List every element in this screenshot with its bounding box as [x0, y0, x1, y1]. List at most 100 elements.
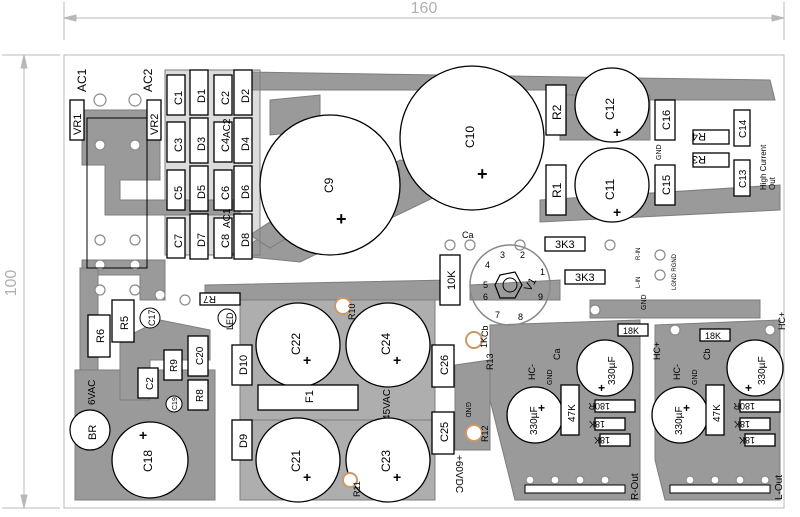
svg-text:6VAC: 6VAC — [87, 380, 98, 405]
svg-text:+60VDC: +60VDC — [453, 455, 464, 493]
svg-text:HC-: HC- — [672, 364, 682, 380]
svg-text:R11: R11 — [352, 481, 362, 497]
c19-capacitor — [165, 395, 183, 413]
svg-text:18K: 18K — [623, 326, 639, 336]
svg-text:330µF: 330µF — [607, 356, 618, 385]
c2-capacitor-small — [137, 367, 159, 399]
svg-text:D7: D7 — [196, 233, 208, 247]
svg-text:C2: C2 — [220, 91, 232, 105]
label-v1: V1 — [522, 276, 539, 294]
bridge-rectifier — [69, 409, 111, 451]
svg-text:180R: 180R — [588, 401, 610, 411]
c10-capacitor — [399, 65, 545, 211]
svg-text:R10: R10 — [347, 303, 357, 320]
svg-text:BR: BR — [87, 425, 99, 440]
r2-resistor — [545, 84, 567, 136]
label-ac2: AC2 — [141, 68, 155, 92]
width-dimension-label: 160 — [411, 0, 438, 17]
svg-text:Cb: Cb — [480, 325, 490, 337]
c18-capacitor — [111, 421, 189, 499]
height-dimension-label: 100 — [3, 270, 20, 297]
svg-text:D1: D1 — [196, 89, 208, 103]
c24-capacitor — [345, 302, 431, 388]
svg-text:9: 9 — [538, 292, 543, 302]
svg-text:8: 8 — [518, 312, 523, 322]
svg-text:D9: D9 — [238, 434, 250, 448]
label-c10: C10 — [463, 126, 477, 148]
svg-text:330µF: 330µF — [529, 406, 540, 435]
svg-text:47K: 47K — [712, 404, 723, 422]
svg-text:D3: D3 — [196, 137, 208, 151]
svg-text:R8: R8 — [195, 389, 206, 402]
right-channel: 330µF + 330µF + 47K 180R 18K 18K 18K HC-… — [506, 323, 662, 500]
svg-text:C23: C23 — [379, 450, 393, 472]
svg-text:R12: R12 — [480, 425, 490, 442]
svg-text:C18: C18 — [141, 450, 155, 472]
svg-text:6: 6 — [483, 292, 488, 302]
r13-resistor — [465, 331, 483, 349]
svg-text:AC2: AC2 — [222, 118, 233, 138]
svg-text:18K: 18K — [594, 435, 610, 445]
svg-text:GND: GND — [692, 369, 699, 385]
svg-text:3K3: 3K3 — [555, 239, 575, 251]
r12-resistor — [465, 424, 483, 442]
svg-text:D8: D8 — [240, 233, 252, 247]
svg-text:45VAC: 45VAC — [382, 389, 393, 420]
label-vr2: VR2 — [149, 114, 161, 135]
r6-resistor — [87, 314, 111, 358]
f1-fuse — [257, 384, 359, 411]
c25-capacitor — [431, 411, 455, 455]
svg-text:D6: D6 — [240, 185, 252, 199]
led — [217, 308, 237, 328]
svg-text:R7: R7 — [203, 293, 216, 304]
r4-resistor — [692, 129, 730, 145]
label-vr1: VR1 — [72, 114, 84, 135]
c9-plus: + — [336, 209, 347, 229]
d10-diode — [231, 344, 253, 386]
label-r2: R2 — [550, 104, 564, 120]
svg-text:330µF: 330µF — [757, 356, 768, 385]
dimension-lines — [2, 2, 785, 509]
svg-text:C3: C3 — [173, 138, 185, 152]
svg-text:Cb: Cb — [702, 348, 712, 360]
svg-text:+: + — [303, 352, 311, 368]
svg-text:R9: R9 — [169, 359, 180, 372]
regulator-outline — [86, 117, 148, 269]
svg-text:4: 4 — [485, 260, 490, 270]
c16-capacitor — [654, 99, 676, 141]
svg-text:C4: C4 — [220, 138, 232, 152]
label-r1: R1 — [550, 182, 564, 198]
svg-text:47K: 47K — [567, 404, 578, 422]
resistor-3k3-a — [544, 236, 586, 252]
svg-text:GND: GND — [641, 294, 648, 310]
svg-text:C5: C5 — [173, 186, 185, 200]
svg-text:GND: GND — [656, 144, 663, 160]
svg-text:L-Out: L-Out — [774, 475, 785, 500]
label-c9: C9 — [322, 177, 336, 193]
label-high-current-out: High CurrentOut — [759, 144, 777, 190]
svg-text:330µF: 330µF — [674, 406, 685, 435]
c20-capacitor — [187, 335, 209, 377]
svg-text:D2: D2 — [240, 89, 252, 103]
svg-text:C17: C17 — [147, 309, 157, 326]
left-channel: 330µF + 330µF + 47K 180R 18K 18K 18K HC-… — [651, 312, 787, 500]
svg-text:C24: C24 — [379, 333, 393, 355]
svg-text:D4: D4 — [240, 137, 252, 151]
svg-text:1: 1 — [540, 267, 545, 277]
r9-resistor — [163, 349, 183, 381]
r1-resistor — [545, 164, 567, 216]
svg-text:C13: C13 — [738, 169, 749, 188]
resistor-10k — [439, 254, 461, 306]
svg-text:HC+: HC+ — [777, 312, 787, 330]
svg-text:C15: C15 — [661, 175, 673, 195]
svg-text:C1: C1 — [173, 91, 185, 105]
r10-resistor — [334, 297, 352, 315]
svg-text:C22: C22 — [289, 333, 303, 355]
svg-text:18K: 18K — [734, 419, 750, 429]
svg-text:D10: D10 — [238, 355, 250, 375]
svg-text:+: + — [745, 381, 752, 395]
svg-text:+: + — [393, 352, 401, 368]
r3-resistor — [692, 152, 730, 168]
label-c11: C11 — [603, 179, 617, 200]
